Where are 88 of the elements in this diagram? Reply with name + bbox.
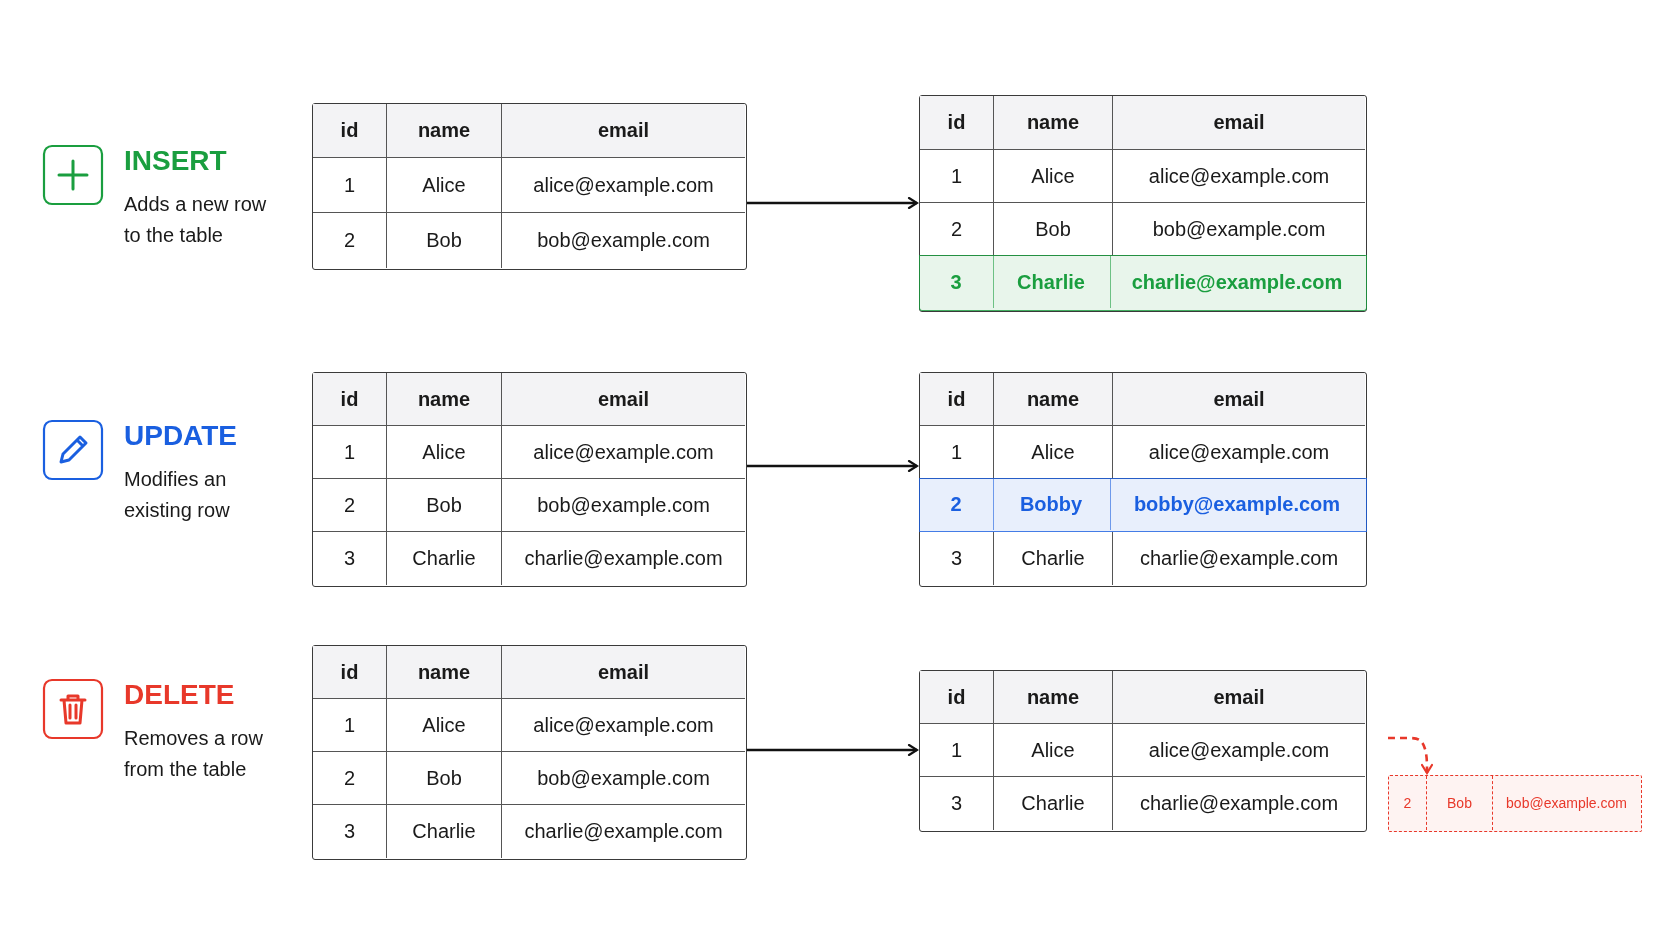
- table-cell-text: charlie@example.com: [523, 546, 724, 571]
- table-cell: 3: [313, 532, 387, 585]
- table-cell: 1: [920, 426, 994, 479]
- table-cell: 1: [313, 158, 387, 213]
- table-cell: alice@example.com: [1113, 426, 1365, 479]
- table-cell: 1: [313, 699, 387, 752]
- table-cell: bob@example.com: [1113, 203, 1365, 256]
- column-header: id: [313, 104, 387, 158]
- table-cell-text: charlie@example.com: [1138, 546, 1340, 571]
- table-cell: Charlie: [994, 532, 1113, 585]
- table-cell: 1: [920, 724, 994, 777]
- column-header: id: [920, 671, 994, 724]
- column-header: name: [994, 671, 1113, 724]
- operation-description: Adds a new row to the table: [124, 192, 268, 248]
- arrow: [1388, 736, 1434, 775]
- table-cell: 2: [919, 479, 994, 530]
- table-cell: bob@example.com: [502, 752, 745, 805]
- table-cell-text: bobby@example.com: [1132, 492, 1342, 517]
- column-header: email: [502, 373, 745, 426]
- operation-description: Modifies an existing row: [124, 467, 231, 523]
- column-header: id: [313, 646, 387, 699]
- operation-heading: DELETE: [124, 679, 235, 711]
- table-cell: 1: [920, 150, 994, 203]
- table-cell: Charlie: [387, 805, 502, 858]
- column-header: name: [387, 373, 502, 426]
- table-cell: Alice: [994, 150, 1113, 203]
- data-table: [312, 103, 747, 270]
- table-cell: Alice: [387, 699, 502, 752]
- table-cell: Alice: [994, 426, 1113, 479]
- column-header: email: [1113, 671, 1365, 724]
- table-cell: 2: [313, 213, 387, 268]
- table-cell: Charlie: [992, 256, 1111, 308]
- table-cell: 3: [919, 256, 994, 308]
- table-cell: 3: [920, 532, 994, 585]
- column-header: email: [1113, 373, 1365, 426]
- table-cell: alice@example.com: [502, 426, 745, 479]
- table-cell: Bob: [1427, 776, 1493, 830]
- table-cell-text: charlie@example.com: [1130, 269, 1344, 295]
- data-table: [919, 95, 1367, 312]
- table-cell: 2: [920, 203, 994, 256]
- data-table: [919, 670, 1367, 832]
- table-cell-text: bob@example.com: [536, 228, 711, 253]
- table-cell: 2: [313, 479, 387, 532]
- operation-heading: INSERT: [124, 145, 227, 177]
- highlighted-row: [918, 255, 1367, 311]
- table-cell: 1: [313, 426, 387, 479]
- table-cell: Charlie: [387, 532, 502, 585]
- table-cell: Bob: [387, 752, 502, 805]
- table-cell-text: charlie@example.com: [523, 819, 724, 844]
- column-header: id: [920, 373, 994, 426]
- table-cell: Charlie: [994, 777, 1113, 830]
- column-header: id: [920, 96, 994, 150]
- arrow: [746, 743, 919, 757]
- table-cell-text: charlie@example.com: [1138, 791, 1340, 816]
- column-header: email: [502, 104, 745, 158]
- column-header: id: [313, 373, 387, 426]
- column-header: name: [994, 96, 1113, 150]
- table-cell: 3: [313, 805, 387, 858]
- column-header: email: [502, 646, 745, 699]
- table-cell: alice@example.com: [1113, 150, 1365, 203]
- data-table: [312, 645, 747, 860]
- table-cell-text: bob@example.com: [1505, 794, 1628, 813]
- table-cell: alice@example.com: [502, 699, 745, 752]
- column-header: name: [387, 646, 502, 699]
- table-cell: Alice: [387, 158, 502, 213]
- column-header: name: [387, 104, 502, 158]
- table-cell: bob@example.com: [502, 479, 745, 532]
- operation-heading: UPDATE: [124, 420, 238, 452]
- table-cell: Bob: [387, 213, 502, 268]
- arrow: [746, 196, 919, 210]
- data-table: [312, 372, 747, 587]
- arrow: [746, 459, 919, 473]
- highlighted-row: [918, 478, 1367, 532]
- table-cell: 2: [1389, 776, 1427, 830]
- column-header: email: [1113, 96, 1365, 150]
- table-cell: Alice: [387, 426, 502, 479]
- deleted-row: [1388, 775, 1642, 832]
- table-cell: 2: [313, 752, 387, 805]
- table-cell: Bobby: [992, 479, 1111, 530]
- data-table: [919, 372, 1367, 587]
- column-header: name: [994, 373, 1113, 426]
- table-cell: Bob: [994, 203, 1113, 256]
- table-cell: 3: [920, 777, 994, 830]
- table-cell: Alice: [994, 724, 1113, 777]
- table-cell: alice@example.com: [1113, 724, 1365, 777]
- operation-description: Removes a row from the table: [124, 726, 264, 782]
- table-cell: Bob: [387, 479, 502, 532]
- table-cell: alice@example.com: [502, 158, 745, 213]
